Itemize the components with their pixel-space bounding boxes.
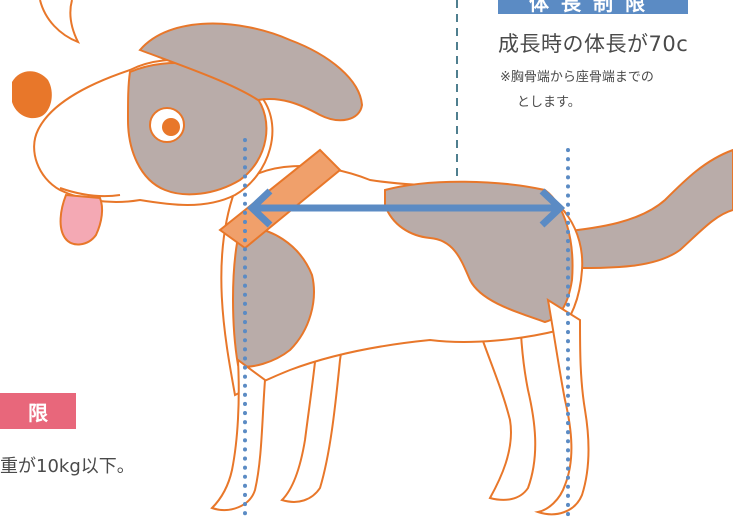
- dog-eye-pupil: [162, 118, 180, 136]
- weight-limit-text: 重が10kg以下。: [0, 456, 135, 477]
- weight-limit-badge: 限: [0, 393, 76, 429]
- dog-ear: [138, 22, 364, 122]
- measurement-note-line1: ※胸骨端から座骨端までの: [500, 70, 654, 85]
- dog-shoulder-patch: [232, 226, 315, 368]
- harness-strap: [218, 148, 342, 250]
- dog-mouth: [59, 187, 121, 198]
- dog-back-patch: [384, 180, 574, 324]
- dog-tongue: [59, 193, 104, 246]
- body-length-arrow: [246, 188, 566, 228]
- body-length-text: 成長時の体長が70c: [498, 32, 689, 56]
- dog-near-back-leg: [534, 297, 590, 516]
- dog-far-back-leg: [468, 299, 537, 501]
- body-length-limit-badge: 体長制限: [498, 0, 688, 15]
- dog-near-front-leg: [210, 357, 267, 511]
- head-top-curl: [39, 0, 81, 44]
- dog-nose: [12, 71, 52, 119]
- dog-tail: [558, 148, 733, 270]
- measurement-note-line2: とします。: [517, 95, 581, 110]
